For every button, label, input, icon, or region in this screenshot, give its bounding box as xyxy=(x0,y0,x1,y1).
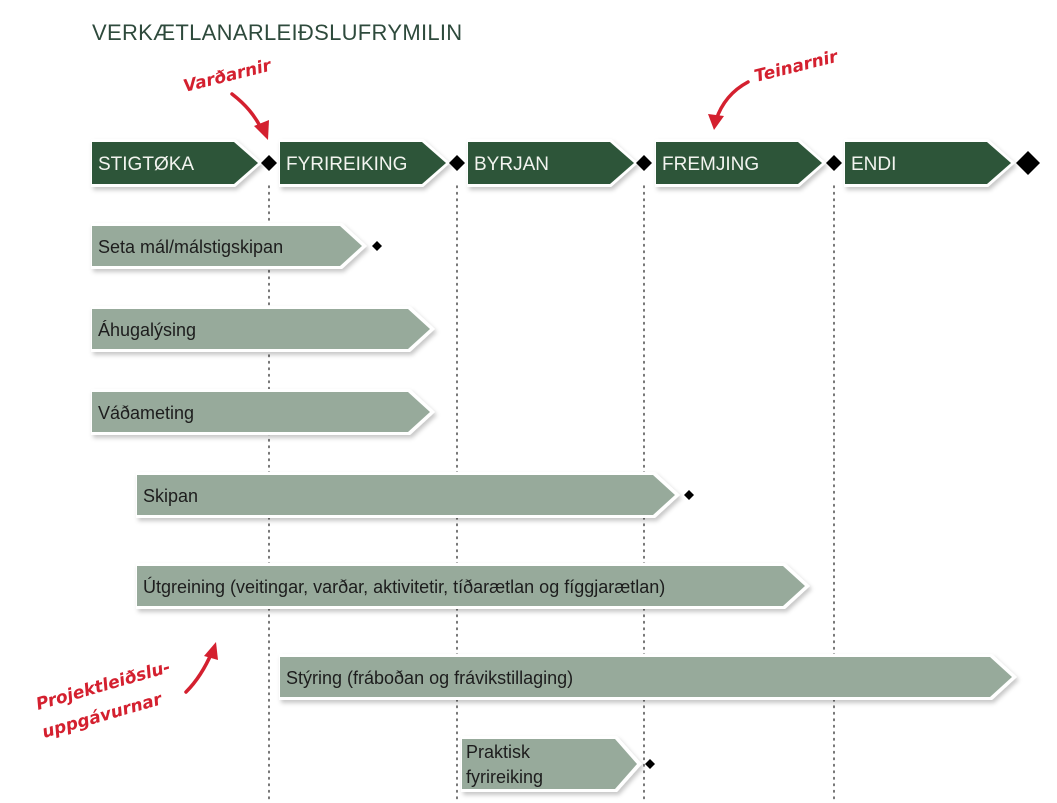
task-chevron xyxy=(92,392,430,432)
task-milestone-diamond-icon xyxy=(372,241,382,251)
phase-4: FREMJING xyxy=(655,139,842,187)
milestone-diamond-icon xyxy=(449,155,465,171)
task-bar: Stýring (fráboðan og frávikstillaging) xyxy=(279,654,1017,700)
phase-label: FYRIREIKING xyxy=(286,154,407,175)
phase-row: STIGTØKA FYRIREIKING BYRJAN FREMJING ENDI xyxy=(91,139,1040,187)
task-label: Áhugalýsing xyxy=(98,320,196,340)
phase-chevron xyxy=(656,142,822,184)
task-label-line: fyrireiking xyxy=(466,767,543,787)
arrowhead-phases-icon xyxy=(708,114,724,130)
arrowhead-milestones-icon xyxy=(254,120,269,140)
task-chevron xyxy=(92,226,362,266)
task-bar: Áhugalýsing xyxy=(91,306,435,352)
phase-1: STIGTØKA xyxy=(91,139,277,187)
task-label-line: Praktisk xyxy=(466,742,531,762)
task-label: Váðameting xyxy=(98,403,194,423)
annotation-milestones: Varðarnir xyxy=(181,55,274,96)
task-milestone-diamond-icon xyxy=(645,759,655,769)
task-bar: Seta mál/málstigskipan xyxy=(91,223,382,269)
phase-chevron xyxy=(280,142,446,184)
task-chevron xyxy=(92,309,430,349)
task-list: Seta mál/málstigskipanÁhugalýsingVáðamet… xyxy=(91,223,1017,792)
diagram-title: VERKÆTLANARLEIÐSLUFRYMILIN xyxy=(92,20,463,45)
task-milestone-diamond-icon xyxy=(684,490,694,500)
task-label: Stýring (fráboðan og frávikstillaging) xyxy=(286,668,573,688)
arrowhead-tasks-icon xyxy=(204,642,218,660)
task-label: Seta mál/málstigskipan xyxy=(98,237,283,257)
task-bar: Praktisk fyrireiking xyxy=(461,736,655,792)
task-chevron xyxy=(137,475,675,515)
milestone-diamond-icon xyxy=(261,155,277,171)
task-chevron xyxy=(280,657,1012,697)
milestone-diamond-icon xyxy=(636,155,652,171)
arrow-tasks-icon xyxy=(184,650,214,694)
phase-3: BYRJAN xyxy=(467,139,652,187)
annotation-phases: Teinarnir xyxy=(752,46,841,86)
phase-2: FYRIREIKING xyxy=(279,139,465,187)
phase-chevron xyxy=(468,142,634,184)
phase-5: ENDI xyxy=(844,139,1040,187)
phase-chevron xyxy=(92,142,258,184)
task-bar: Váðameting xyxy=(91,389,435,435)
phase-label: STIGTØKA xyxy=(98,154,194,175)
final-milestone-diamond-icon xyxy=(1016,151,1040,175)
arrow-phases-icon xyxy=(714,80,750,122)
task-chevron xyxy=(462,739,637,789)
phase-label: ENDI xyxy=(851,154,896,175)
task-bar: Útgreining (veitingar, varðar, aktivitet… xyxy=(136,563,810,609)
milestone-diamond-icon xyxy=(826,155,842,171)
phase-chevron xyxy=(845,142,1011,184)
task-label: Skipan xyxy=(143,486,198,506)
task-label: Útgreining (veitingar, varðar, aktivitet… xyxy=(143,576,665,597)
task-chevron xyxy=(137,566,805,606)
phase-label: BYRJAN xyxy=(474,154,549,175)
phase-label: FREMJING xyxy=(662,154,759,175)
task-bar: Skipan xyxy=(136,472,694,518)
phase-boundary-lines xyxy=(268,185,835,803)
